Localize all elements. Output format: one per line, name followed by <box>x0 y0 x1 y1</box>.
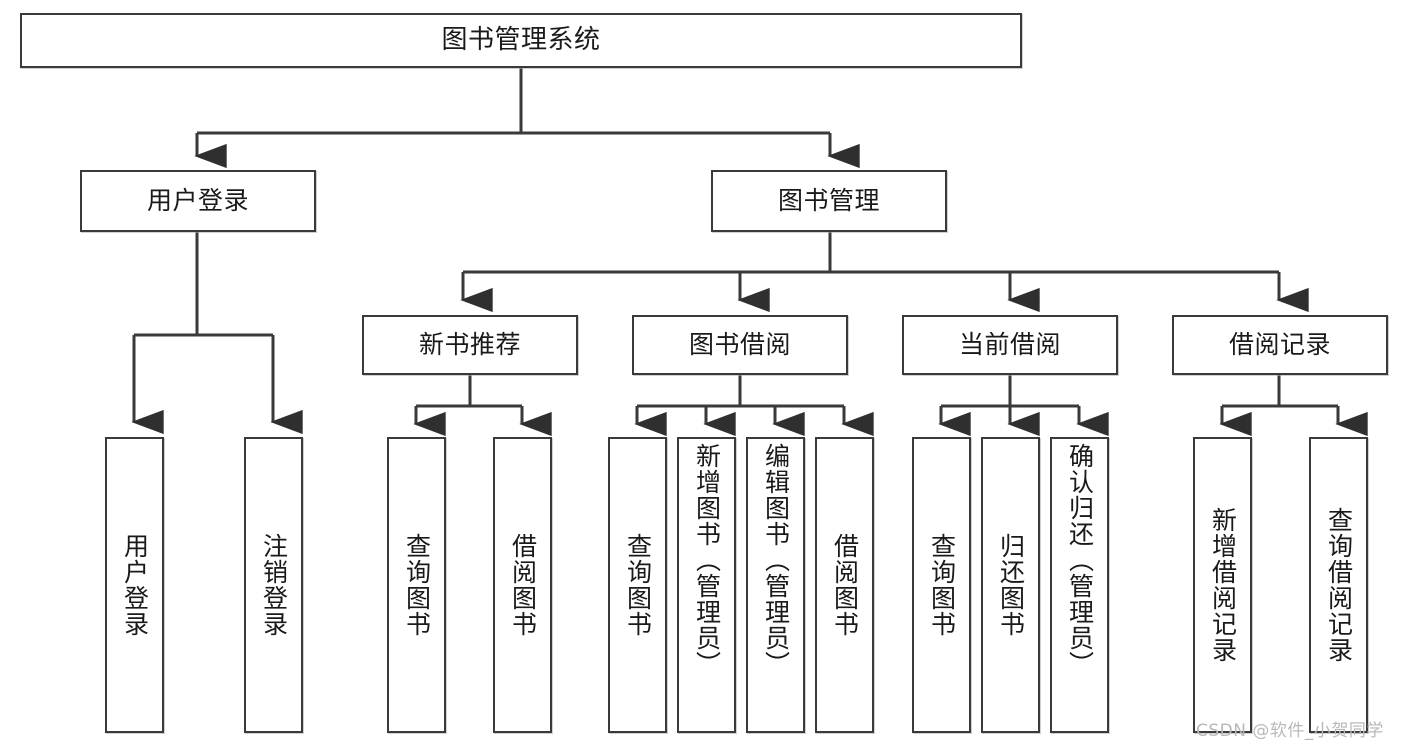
leaf-label: 查询借阅记录 <box>1324 507 1354 663</box>
leaf-label: 新增借阅记录 <box>1208 507 1238 663</box>
node-label: 图书管理系统 <box>441 25 601 56</box>
leaf-label: 新增图书（管理员） <box>692 443 722 677</box>
node-label: 新书推荐 <box>418 330 521 360</box>
leaf-query-book-borrow[interactable]: 查询图书 <box>608 437 667 733</box>
node-book-borrow[interactable]: 图书借阅 <box>632 315 848 375</box>
node-borrow-record[interactable]: 借阅记录 <box>1172 315 1388 375</box>
leaf-label: 查询图书 <box>623 533 653 637</box>
leaf-label: 借阅图书 <box>508 533 538 637</box>
leaf-add-book-admin[interactable]: 新增图书（管理员） <box>677 437 736 733</box>
leaf-query-book-current[interactable]: 查询图书 <box>912 437 971 733</box>
leaf-label: 确认归还（管理员） <box>1065 443 1095 677</box>
csdn-watermark: CSDN @软件_小贺同学 <box>1196 721 1384 741</box>
leaf-query-book-recommend[interactable]: 查询图书 <box>387 437 446 733</box>
leaf-borrow-book[interactable]: 借阅图书 <box>815 437 874 733</box>
leaf-return-book[interactable]: 归还图书 <box>981 437 1040 733</box>
leaf-label: 用户登录 <box>120 533 150 637</box>
leaf-label: 查询图书 <box>402 533 432 637</box>
node-root-book-management-system[interactable]: 图书管理系统 <box>20 13 1022 68</box>
node-label: 用户登录 <box>146 186 249 216</box>
leaf-edit-book-admin[interactable]: 编辑图书（管理员） <box>746 437 805 733</box>
node-label: 借阅记录 <box>1228 330 1331 360</box>
leaf-borrow-book-recommend[interactable]: 借阅图书 <box>493 437 552 733</box>
node-label: 图书借阅 <box>688 330 791 360</box>
leaf-label: 归还图书 <box>996 533 1026 637</box>
node-book-management[interactable]: 图书管理 <box>711 170 947 232</box>
leaf-label: 编辑图书（管理员） <box>761 443 791 677</box>
leaf-label: 查询图书 <box>927 533 957 637</box>
leaf-label: 借阅图书 <box>830 533 860 637</box>
leaf-query-borrow-record[interactable]: 查询借阅记录 <box>1309 437 1368 733</box>
leaf-confirm-return-admin[interactable]: 确认归还（管理员） <box>1050 437 1109 733</box>
node-current-borrow[interactable]: 当前借阅 <box>902 315 1118 375</box>
node-label: 图书管理 <box>777 186 880 216</box>
node-user-login[interactable]: 用户登录 <box>80 170 316 232</box>
leaf-add-borrow-record[interactable]: 新增借阅记录 <box>1193 437 1252 733</box>
node-new-book-recommend[interactable]: 新书推荐 <box>362 315 578 375</box>
leaf-user-login[interactable]: 用户登录 <box>105 437 164 733</box>
leaf-label: 注销登录 <box>259 533 289 637</box>
node-label: 当前借阅 <box>958 330 1061 360</box>
leaf-logout[interactable]: 注销登录 <box>244 437 303 733</box>
